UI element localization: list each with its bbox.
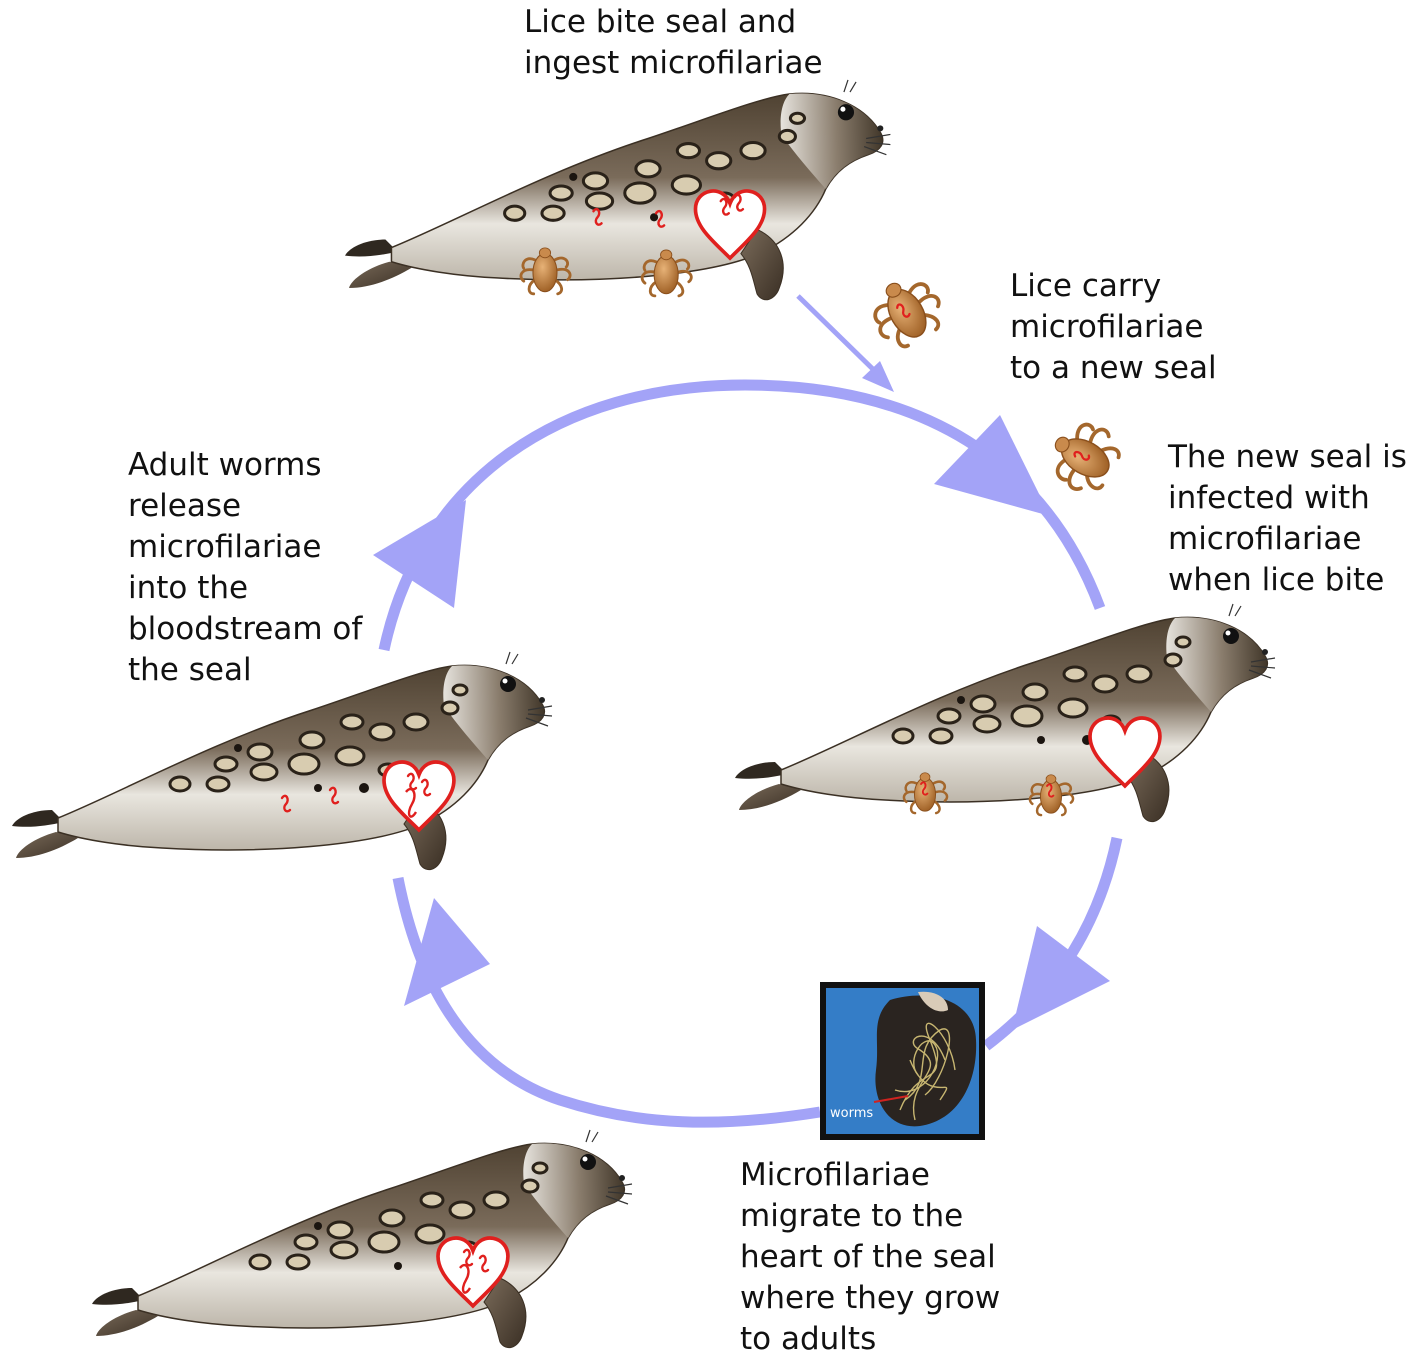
arrowhead-left-upper <box>373 500 466 608</box>
louse-icon <box>862 268 950 355</box>
lice-transfer-arrow-shaft <box>798 296 882 378</box>
arrowhead-right-lower <box>1012 926 1110 1030</box>
step-label-migrate-heart: Microfilariae migrate to the heart of th… <box>740 1155 1000 1360</box>
seal-right <box>735 604 1275 822</box>
step-label-new-seal-infected: The new seal is infected with microfilar… <box>1168 437 1407 601</box>
photo-label: worms <box>830 1106 873 1121</box>
louse-icon <box>1040 412 1127 500</box>
step-label-adult-release: Adult worms release microfilariae into t… <box>128 445 362 691</box>
worms-photo: worms <box>820 982 985 1140</box>
step-label-lice-bite: Lice bite seal and ingest microfilariae <box>524 2 823 84</box>
seal-bottom <box>92 1130 632 1348</box>
seal-top <box>345 80 890 300</box>
cycle-arc-bottom <box>398 878 820 1122</box>
step-label-lice-carry: Lice carry microfilariae to a new seal <box>1010 266 1217 389</box>
